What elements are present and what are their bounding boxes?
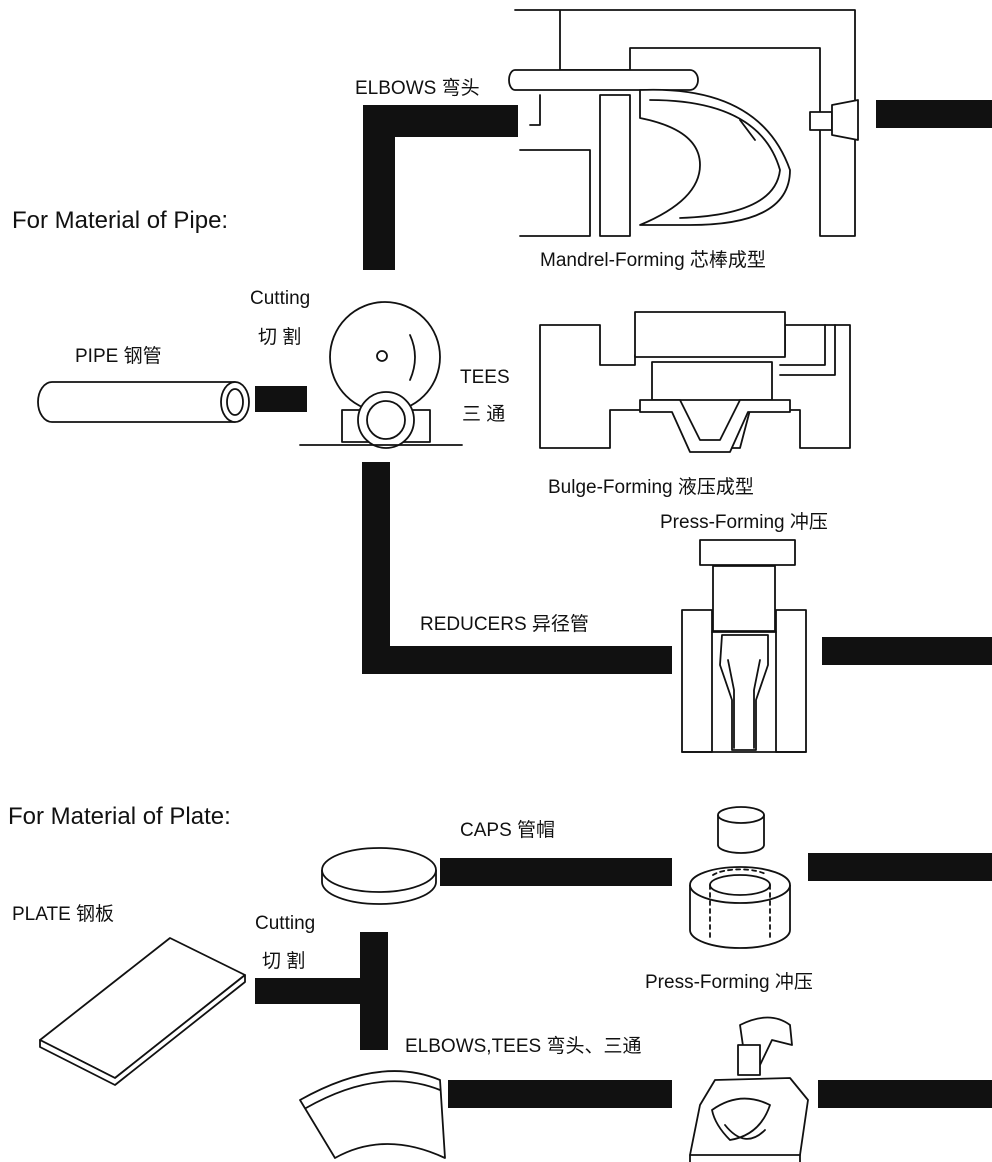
bulge-forming-label: Bulge-Forming 液压成型	[548, 476, 754, 498]
bulge-forming-illustration	[539, 311, 851, 453]
elbows-label: ELBOWS 弯头	[355, 77, 480, 99]
bar-elbows-tees-output	[818, 1080, 992, 1108]
bar-elbow-horizontal	[363, 105, 518, 137]
mandrel-forming-label: Mandrel-Forming 芯棒成型	[540, 249, 766, 271]
plate-cutting-label: Cutting	[255, 913, 315, 934]
curved-blank-illustration	[299, 1070, 446, 1159]
bar-reducer-horizontal	[362, 646, 672, 674]
elbow-tee-press-illustration	[689, 1016, 809, 1162]
caps-label: CAPS 管帽	[460, 819, 555, 841]
pipe-cutting-label: Cutting	[250, 288, 310, 309]
plate-illustration	[39, 937, 246, 1086]
pipe-cutting-label-cn: 切 割	[258, 326, 301, 348]
bar-reducer-output	[822, 637, 992, 665]
pipe-section-heading: For Material of Pipe:	[12, 207, 228, 234]
elbows-tees-label: ELBOWS,TEES 弯头、三通	[405, 1035, 641, 1057]
bar-caps-output	[808, 853, 992, 881]
bar-elbows-tees-input	[448, 1080, 672, 1108]
cap-blank-illustration	[321, 847, 437, 905]
reducers-label: REDUCERS 异径管	[420, 613, 589, 635]
cap-press-illustration	[689, 806, 791, 949]
bar-pipe-to-cutting	[255, 386, 307, 412]
tees-label-cn: 三 通	[462, 403, 505, 425]
plate-label: PLATE 钢板	[12, 903, 114, 925]
bar-elbow-output	[876, 100, 992, 128]
tees-label: TEES	[460, 367, 510, 388]
pipe-cutting-machine	[299, 301, 463, 449]
plate-section-heading: For Material of Plate:	[8, 803, 231, 830]
bar-plate-to-cutting	[255, 978, 365, 1004]
bar-reducer-vertical	[362, 462, 390, 674]
pipe-press-forming-label: Press-Forming 冲压	[660, 511, 828, 533]
bar-caps-input	[440, 858, 672, 886]
pipe-label: PIPE 钢管	[75, 345, 162, 367]
plate-press-forming-label: Press-Forming 冲压	[645, 971, 813, 993]
bar-cutting-vertical	[360, 932, 388, 1050]
mandrel-forming-illustration	[508, 9, 859, 237]
reducer-press-illustration	[681, 539, 807, 753]
pipe-illustration	[37, 381, 250, 423]
plate-cutting-label-cn: 切 割	[262, 950, 305, 972]
